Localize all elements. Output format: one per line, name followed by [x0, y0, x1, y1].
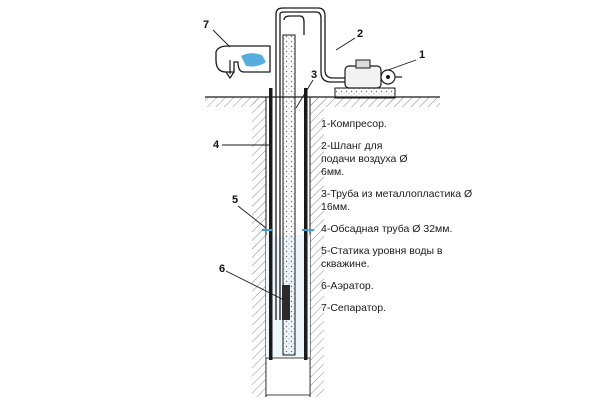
legend: 1-Компресор. 2-Шланг для подачи воздуха …	[321, 118, 591, 324]
callout-1: 1	[419, 49, 425, 61]
lift-pipe	[282, 34, 296, 356]
callout-4: 4	[213, 139, 220, 151]
callout-6: 6	[219, 263, 225, 275]
air-hose	[275, 14, 281, 320]
casing-pipe	[269, 88, 308, 360]
callout-2: 2	[357, 28, 363, 40]
legend-item-aerator: 6-Аэратор.	[321, 280, 374, 292]
legend-item-compressor: 1-Компресор.	[321, 118, 387, 130]
legend-item-lift-pipe: 3-Труба из металлопластика Ø 16мм.	[321, 188, 473, 213]
top-hose-to-compressor	[275, 7, 345, 83]
callout-3: 3	[311, 69, 317, 81]
aerator	[282, 285, 290, 320]
well-bottom-water	[265, 357, 311, 396]
separator	[215, 45, 271, 80]
callout-5: 5	[232, 194, 238, 206]
legend-item-air-hose: 2-Шланг для подачи воздуха Ø 6мм.	[321, 140, 408, 178]
legend-item-separator: 7-Сепаратор.	[321, 302, 387, 314]
legend-item-static-level: 5-Статика уровня воды в скважине.	[321, 245, 443, 270]
compressor	[334, 59, 402, 99]
callout-7: 7	[203, 19, 209, 31]
legend-item-casing: 4-Обсадная труба Ø 32мм.	[321, 223, 453, 235]
leader-lines	[212, 29, 417, 301]
